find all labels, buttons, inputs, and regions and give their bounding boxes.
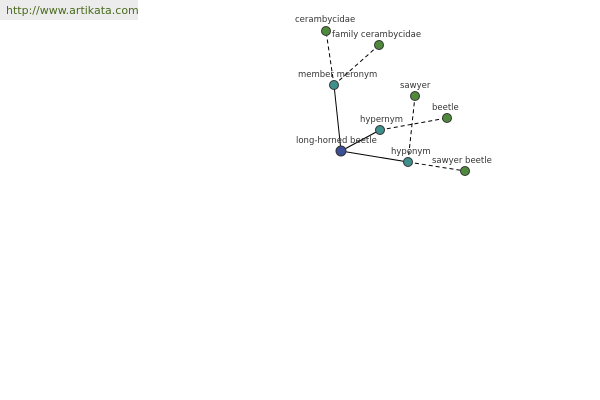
edge-hyponym-sawyer_beetle bbox=[407, 161, 466, 172]
graph-nodes bbox=[321, 26, 470, 176]
edge-member_meronym-family_cerambycidae bbox=[333, 44, 380, 86]
source-url-box: http://www.artikata.com bbox=[0, 0, 139, 20]
node-hypernym[interactable] bbox=[375, 125, 385, 135]
edge-member_meronym-cerambycidae bbox=[325, 30, 335, 86]
node-root[interactable] bbox=[335, 145, 347, 157]
node-member-meronym[interactable] bbox=[329, 80, 339, 90]
label-sawyer[interactable]: sawyer bbox=[400, 81, 431, 91]
node-sawyer[interactable] bbox=[410, 91, 420, 101]
edge-root-hypernym bbox=[340, 129, 381, 152]
edge-root-hyponym bbox=[340, 150, 409, 163]
node-sawyer-beetle[interactable] bbox=[460, 166, 470, 176]
label-hypernym[interactable]: hypernym bbox=[360, 115, 403, 125]
node-beetle[interactable] bbox=[442, 113, 452, 123]
edge-root-member_meronym bbox=[333, 84, 342, 152]
node-cerambycidae[interactable] bbox=[321, 26, 331, 36]
label-member-meronym[interactable]: member meronym bbox=[298, 70, 377, 80]
label-root[interactable]: long-horned beetle bbox=[296, 136, 377, 146]
label-hyponym[interactable]: hyponym bbox=[391, 147, 431, 157]
graph-edges bbox=[325, 30, 466, 172]
node-hyponym[interactable] bbox=[403, 157, 413, 167]
node-family-cerambycidae[interactable] bbox=[374, 40, 384, 50]
graph-labels: long-horned beetle member meronym hypernym… bbox=[295, 15, 492, 166]
edge-hypernym-beetle bbox=[379, 117, 448, 131]
label-beetle[interactable]: beetle bbox=[432, 103, 459, 113]
label-family-cerambycidae[interactable]: family cerambycidae bbox=[332, 30, 421, 40]
label-cerambycidae[interactable]: cerambycidae bbox=[295, 15, 355, 25]
source-url-link[interactable]: http://www.artikata.com bbox=[6, 4, 139, 17]
label-sawyer-beetle[interactable]: sawyer beetle bbox=[432, 156, 492, 166]
